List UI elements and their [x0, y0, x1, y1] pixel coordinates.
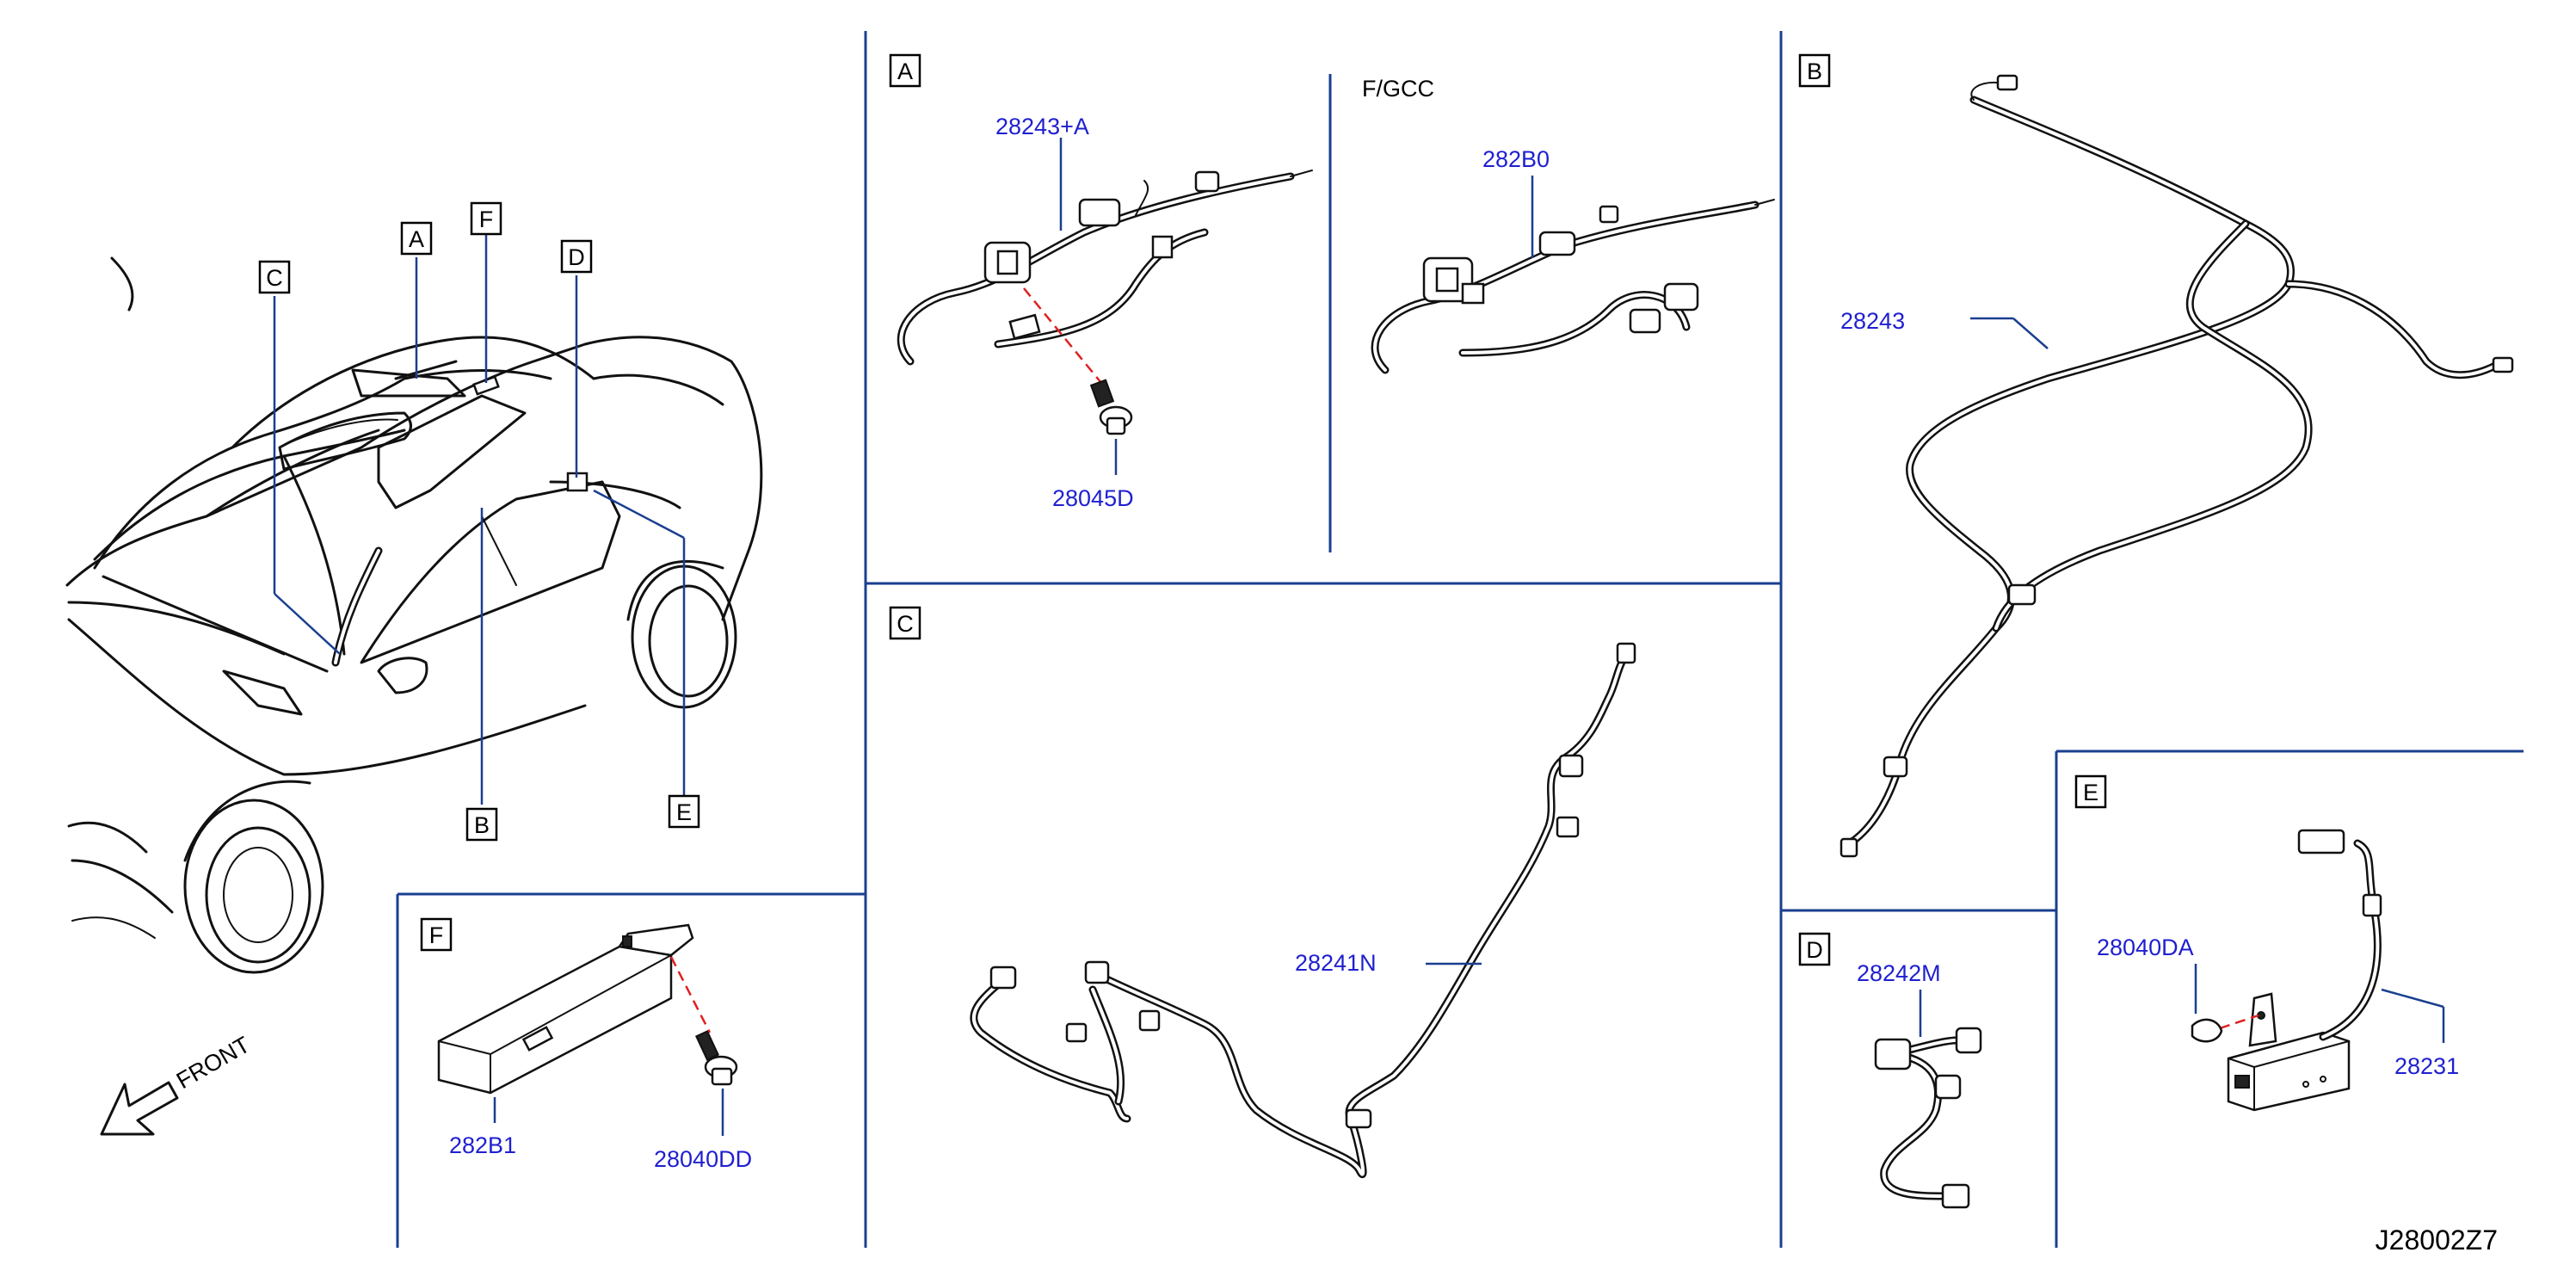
section-e: E 28040DA 28231	[2074, 774, 2459, 1112]
callout-a-label: A	[409, 226, 424, 252]
callout-b: B	[465, 807, 498, 842]
section-dividers	[396, 31, 2524, 1248]
part-28243[interactable]: 28243	[1840, 308, 1905, 334]
callout-a: A	[400, 221, 433, 256]
section-f: F 282B1 28040DD	[420, 917, 752, 1172]
section-d-label: D	[1806, 937, 1823, 963]
part-282b1[interactable]: 282B1	[449, 1132, 516, 1158]
part-28045d[interactable]: 28045D	[1052, 485, 1134, 511]
clip-28045d	[1089, 379, 1133, 435]
part-28242m[interactable]: 28242M	[1857, 960, 1941, 986]
part-28243-a[interactable]: 28243+A	[995, 114, 1089, 139]
part-28040da[interactable]: 28040DA	[2097, 935, 2194, 960]
section-a-label: A	[897, 59, 913, 84]
part-282b0[interactable]: 282B0	[1482, 146, 1550, 172]
callout-e-label: E	[676, 799, 692, 825]
overview-callouts: C A F D B E	[258, 201, 700, 842]
section-a: A F/GCC 28243+A 28045D	[889, 53, 1775, 511]
callout-f: F	[470, 201, 502, 236]
section-e-label: E	[2083, 780, 2098, 805]
vehicle-overview	[65, 256, 763, 974]
callout-c: C	[258, 260, 291, 294]
callout-f-label: F	[479, 207, 494, 232]
callout-b-label: B	[474, 812, 490, 838]
drawing-number: J28002Z7	[2376, 1225, 2498, 1255]
section-b-label: B	[1807, 59, 1822, 84]
part-28231[interactable]: 28231	[2394, 1053, 2459, 1079]
section-f-label: F	[429, 922, 444, 948]
front-direction-indicator: FRONT	[100, 1032, 255, 1136]
section-b: B 28243	[1798, 53, 2514, 858]
callout-d-label: D	[568, 244, 585, 270]
section-c: C 28241N	[889, 606, 1636, 1179]
front-arrow-icon	[100, 1081, 179, 1136]
part-28241n[interactable]: 28241N	[1295, 950, 1377, 976]
front-label: FRONT	[172, 1032, 255, 1094]
section-d: D 28242M	[1798, 932, 1982, 1209]
section-c-label: C	[897, 611, 914, 637]
callout-e: E	[668, 794, 700, 829]
section-a-note: F/GCC	[1362, 76, 1434, 102]
part-28040dd[interactable]: 28040DD	[654, 1146, 752, 1172]
screw-28040dd	[694, 1030, 738, 1086]
callout-c-label: C	[266, 265, 283, 291]
callout-d: D	[560, 239, 593, 274]
